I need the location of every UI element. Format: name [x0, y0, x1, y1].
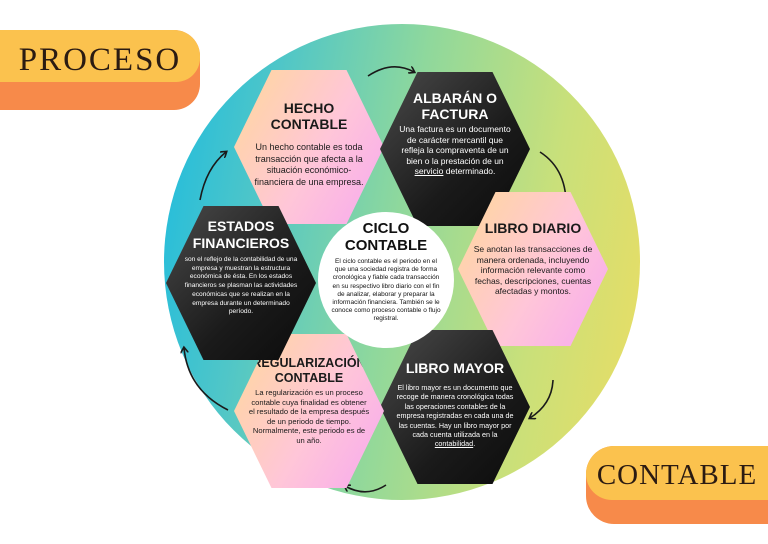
proceso-banner: PROCESO — [0, 30, 200, 110]
servicio-link[interactable]: servicio — [414, 166, 444, 176]
arrow-diario-to-mayor — [530, 379, 554, 418]
arrow-regularizacion-to-estados — [184, 348, 229, 411]
step-title: HECHO CONTABLE — [270, 100, 348, 132]
arrow-mayor-to-regularizacion — [345, 485, 387, 493]
step-title: LIBRO DIARIO — [484, 220, 582, 236]
step-title: ESTADOS FINANCIEROS — [192, 218, 290, 251]
contabilidad-link[interactable]: contabilidad — [434, 439, 474, 449]
ciclo-contable-center: CICLO CONTABLE El ciclo contable es el p… — [318, 212, 454, 348]
step-description: La regularización es un proceso contable… — [248, 388, 370, 445]
step-title: REGULARIZACIÓN CONTABLE — [252, 356, 366, 385]
step-description: Una factura es un documento de carácter … — [399, 124, 511, 176]
step-description: Un hecho contable es toda transacción qu… — [254, 142, 364, 187]
step-description: son el reflejo de la contabilidad de una… — [184, 256, 298, 316]
step-description: El libro mayor es un documento que recog… — [396, 383, 514, 449]
contable-banner: CONTABLE — [586, 446, 768, 524]
arrow-hecho-to-albaran — [367, 67, 414, 77]
proceso-label: PROCESO — [18, 41, 182, 78]
step-title: LIBRO MAYOR — [405, 360, 505, 376]
step-title: ALBARÁN O FACTURA — [413, 90, 497, 122]
center-title: CICLO CONTABLE — [344, 220, 428, 254]
banner-highlight — [586, 446, 768, 500]
arrow-estados-to-hecho — [199, 152, 226, 201]
banner-highlight — [0, 30, 200, 82]
center-description: El ciclo contable es el periodo en el qu… — [331, 258, 441, 323]
contable-label: CONTABLE — [596, 458, 758, 491]
step-description: Se anotan las transacciones de manera or… — [473, 244, 593, 296]
